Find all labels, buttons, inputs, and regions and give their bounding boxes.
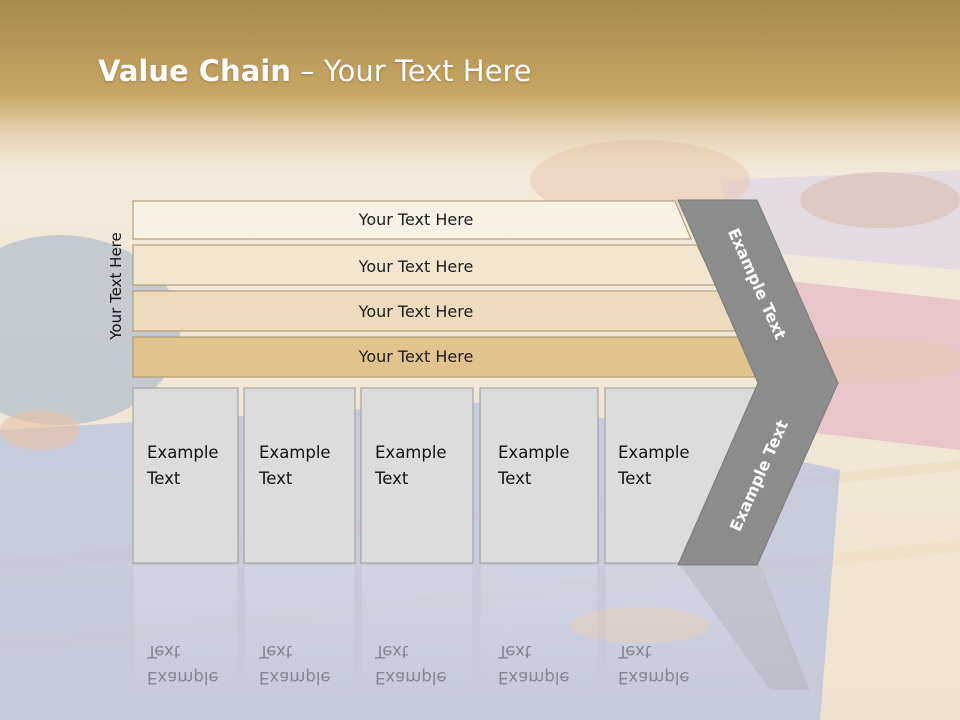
box-4[interactable] xyxy=(479,387,599,564)
reflection-text: Example xyxy=(618,668,690,687)
reflection-text: Example xyxy=(259,668,331,687)
reflection-text: Example xyxy=(147,668,219,687)
bar-1[interactable] xyxy=(132,200,692,240)
bars-group: Your Text Here Your Text Here Your Text … xyxy=(132,200,764,378)
reflection-text: Text xyxy=(617,642,652,661)
bar-1-label: Your Text Here xyxy=(358,210,474,229)
box-3-line2: Text xyxy=(374,469,409,488)
reflection: Example Text Example Text Example Text E… xyxy=(132,564,810,696)
bar-2-label: Your Text Here xyxy=(358,257,474,276)
box-2-line2: Text xyxy=(258,469,293,488)
box-5-line2: Text xyxy=(617,469,652,488)
box-1[interactable] xyxy=(132,387,239,564)
box-1-line2: Text xyxy=(146,469,181,488)
box-2[interactable] xyxy=(243,387,356,564)
box-2-line1: Example xyxy=(259,443,331,462)
reflection-text: Text xyxy=(258,642,293,661)
boxes-group: Example Text Example Text Example Text E… xyxy=(132,387,761,564)
box-1-line1: Example xyxy=(147,443,219,462)
slide-title: Value Chain – Your Text Here xyxy=(98,54,532,88)
bar-4-label: Your Text Here xyxy=(358,347,474,366)
box-3-line1: Example xyxy=(375,443,447,462)
title-bold: Value Chain xyxy=(98,54,291,88)
reflection-text: Example xyxy=(375,668,447,687)
chevron-shape[interactable] xyxy=(677,199,839,566)
title-rest: – Your Text Here xyxy=(290,54,532,88)
chevron-arrow: Example Text Example Text xyxy=(677,199,839,566)
box-4-line1: Example xyxy=(498,443,570,462)
bar-3-label: Your Text Here xyxy=(358,302,474,321)
box-5-line1: Example xyxy=(618,443,690,462)
box-3[interactable] xyxy=(360,387,474,564)
reflection-text: Text xyxy=(146,642,181,661)
box-4-line2: Text xyxy=(497,469,532,488)
reflection-text: Text xyxy=(497,642,532,661)
reflection-text: Example xyxy=(498,668,570,687)
reflection-text: Text xyxy=(374,642,409,661)
